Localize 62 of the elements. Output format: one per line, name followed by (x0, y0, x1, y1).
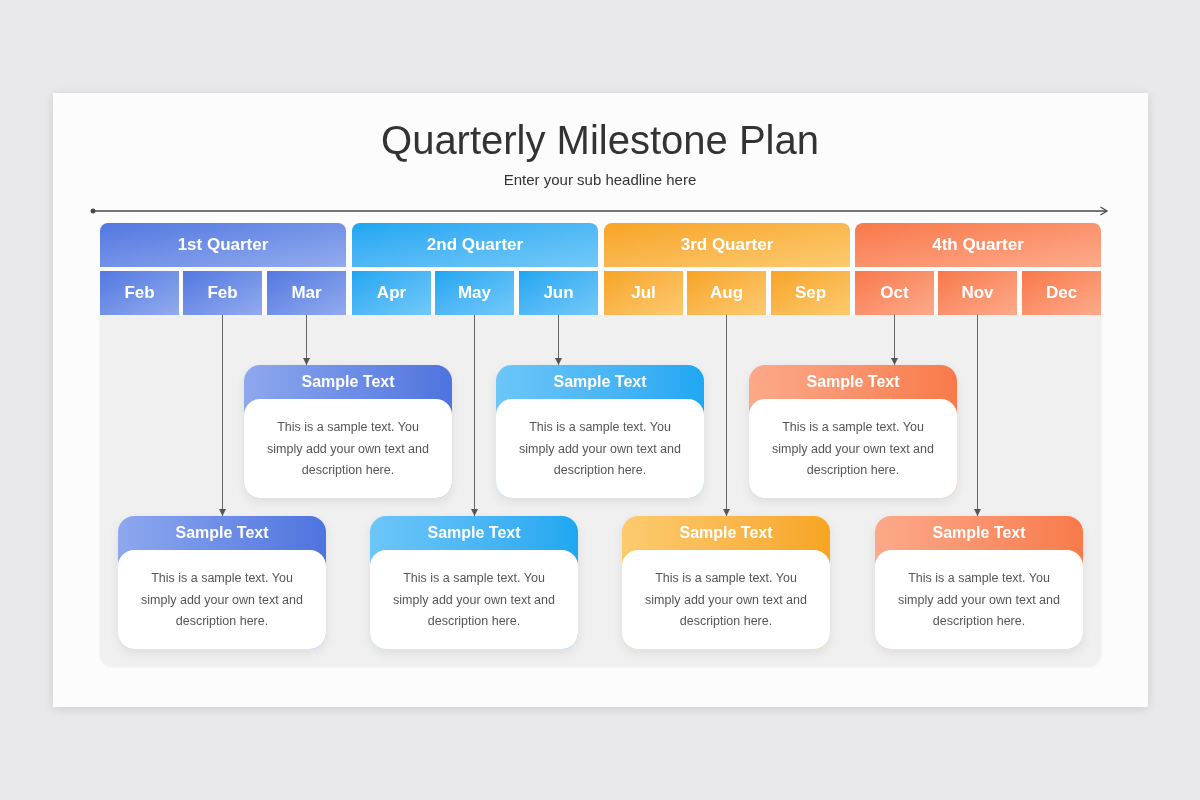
quarter-header (855, 223, 1101, 267)
card-title: Sample Text (175, 523, 269, 543)
month-cell (771, 271, 850, 315)
connector-arrow (471, 314, 478, 517)
connector-arrow (974, 314, 981, 517)
month-label: Mar (291, 282, 322, 305)
connector-arrow (723, 314, 730, 517)
card-description: This is a sample text. You simply add your own text and description here. (897, 570, 1061, 630)
month-label: Aug (709, 282, 743, 305)
quarter-label: 1st Quarter (177, 234, 269, 257)
milestone-card (749, 365, 957, 498)
month-cell (1022, 271, 1101, 315)
month-label: Nov (961, 282, 994, 305)
month-label: May (457, 282, 492, 305)
card-title: Sample Text (679, 523, 773, 543)
month-label: Dec (1045, 282, 1078, 305)
card-description: This is a sample text. You simply add your own text and description here. (518, 419, 682, 479)
card-title: Sample Text (427, 523, 521, 543)
month-label: Feb (124, 282, 155, 305)
month-label: Jun (543, 282, 574, 305)
quarter-label: 4th Quarter (932, 234, 1024, 257)
quarter-label: 2nd Quarter (426, 234, 524, 257)
card-title: Sample Text (806, 372, 900, 392)
month-label: Feb (207, 282, 238, 305)
card-description: This is a sample text. You simply add your own text and description here. (140, 570, 304, 630)
quarter-label: 3rd Quarter (680, 234, 774, 257)
quarter-header (100, 223, 346, 267)
connector-arrow (219, 314, 226, 517)
quarter-header (352, 223, 598, 267)
month-cell (855, 271, 934, 315)
month-cell (267, 271, 346, 315)
card-description: This is a sample text. You simply add your own text and description here. (771, 419, 935, 479)
month-cell (604, 271, 683, 315)
card-description: This is a sample text. You simply add your own text and description here. (392, 570, 556, 630)
milestone-card (370, 516, 578, 649)
milestone-card (118, 516, 326, 649)
card-title: Sample Text (301, 372, 395, 392)
connector-arrow (555, 314, 562, 366)
milestone-card (496, 365, 704, 498)
milestone-card (875, 516, 1083, 649)
milestone-card (244, 365, 452, 498)
quarter-header (604, 223, 850, 267)
month-cell (100, 271, 179, 315)
month-cell (183, 271, 262, 315)
month-label: Apr (376, 282, 407, 305)
card-title: Sample Text (553, 372, 647, 392)
card-title: Sample Text (932, 523, 1026, 543)
card-description: This is a sample text. You simply add your own text and description here. (266, 419, 430, 479)
month-cell (938, 271, 1017, 315)
milestone-card (622, 516, 830, 649)
month-label: Oct (880, 282, 909, 305)
month-cell (352, 271, 431, 315)
month-cell (687, 271, 766, 315)
month-label: Sep (794, 282, 827, 305)
month-cell (519, 271, 598, 315)
month-label: Jul (631, 282, 656, 305)
connector-arrow (303, 314, 310, 366)
subtitle: Enter your sub headline here (503, 170, 697, 190)
title: Quarterly Milestone Plan (381, 117, 819, 163)
card-description: This is a sample text. You simply add your own text and description here. (644, 570, 808, 630)
month-cell (435, 271, 514, 315)
connector-arrow (891, 314, 898, 366)
